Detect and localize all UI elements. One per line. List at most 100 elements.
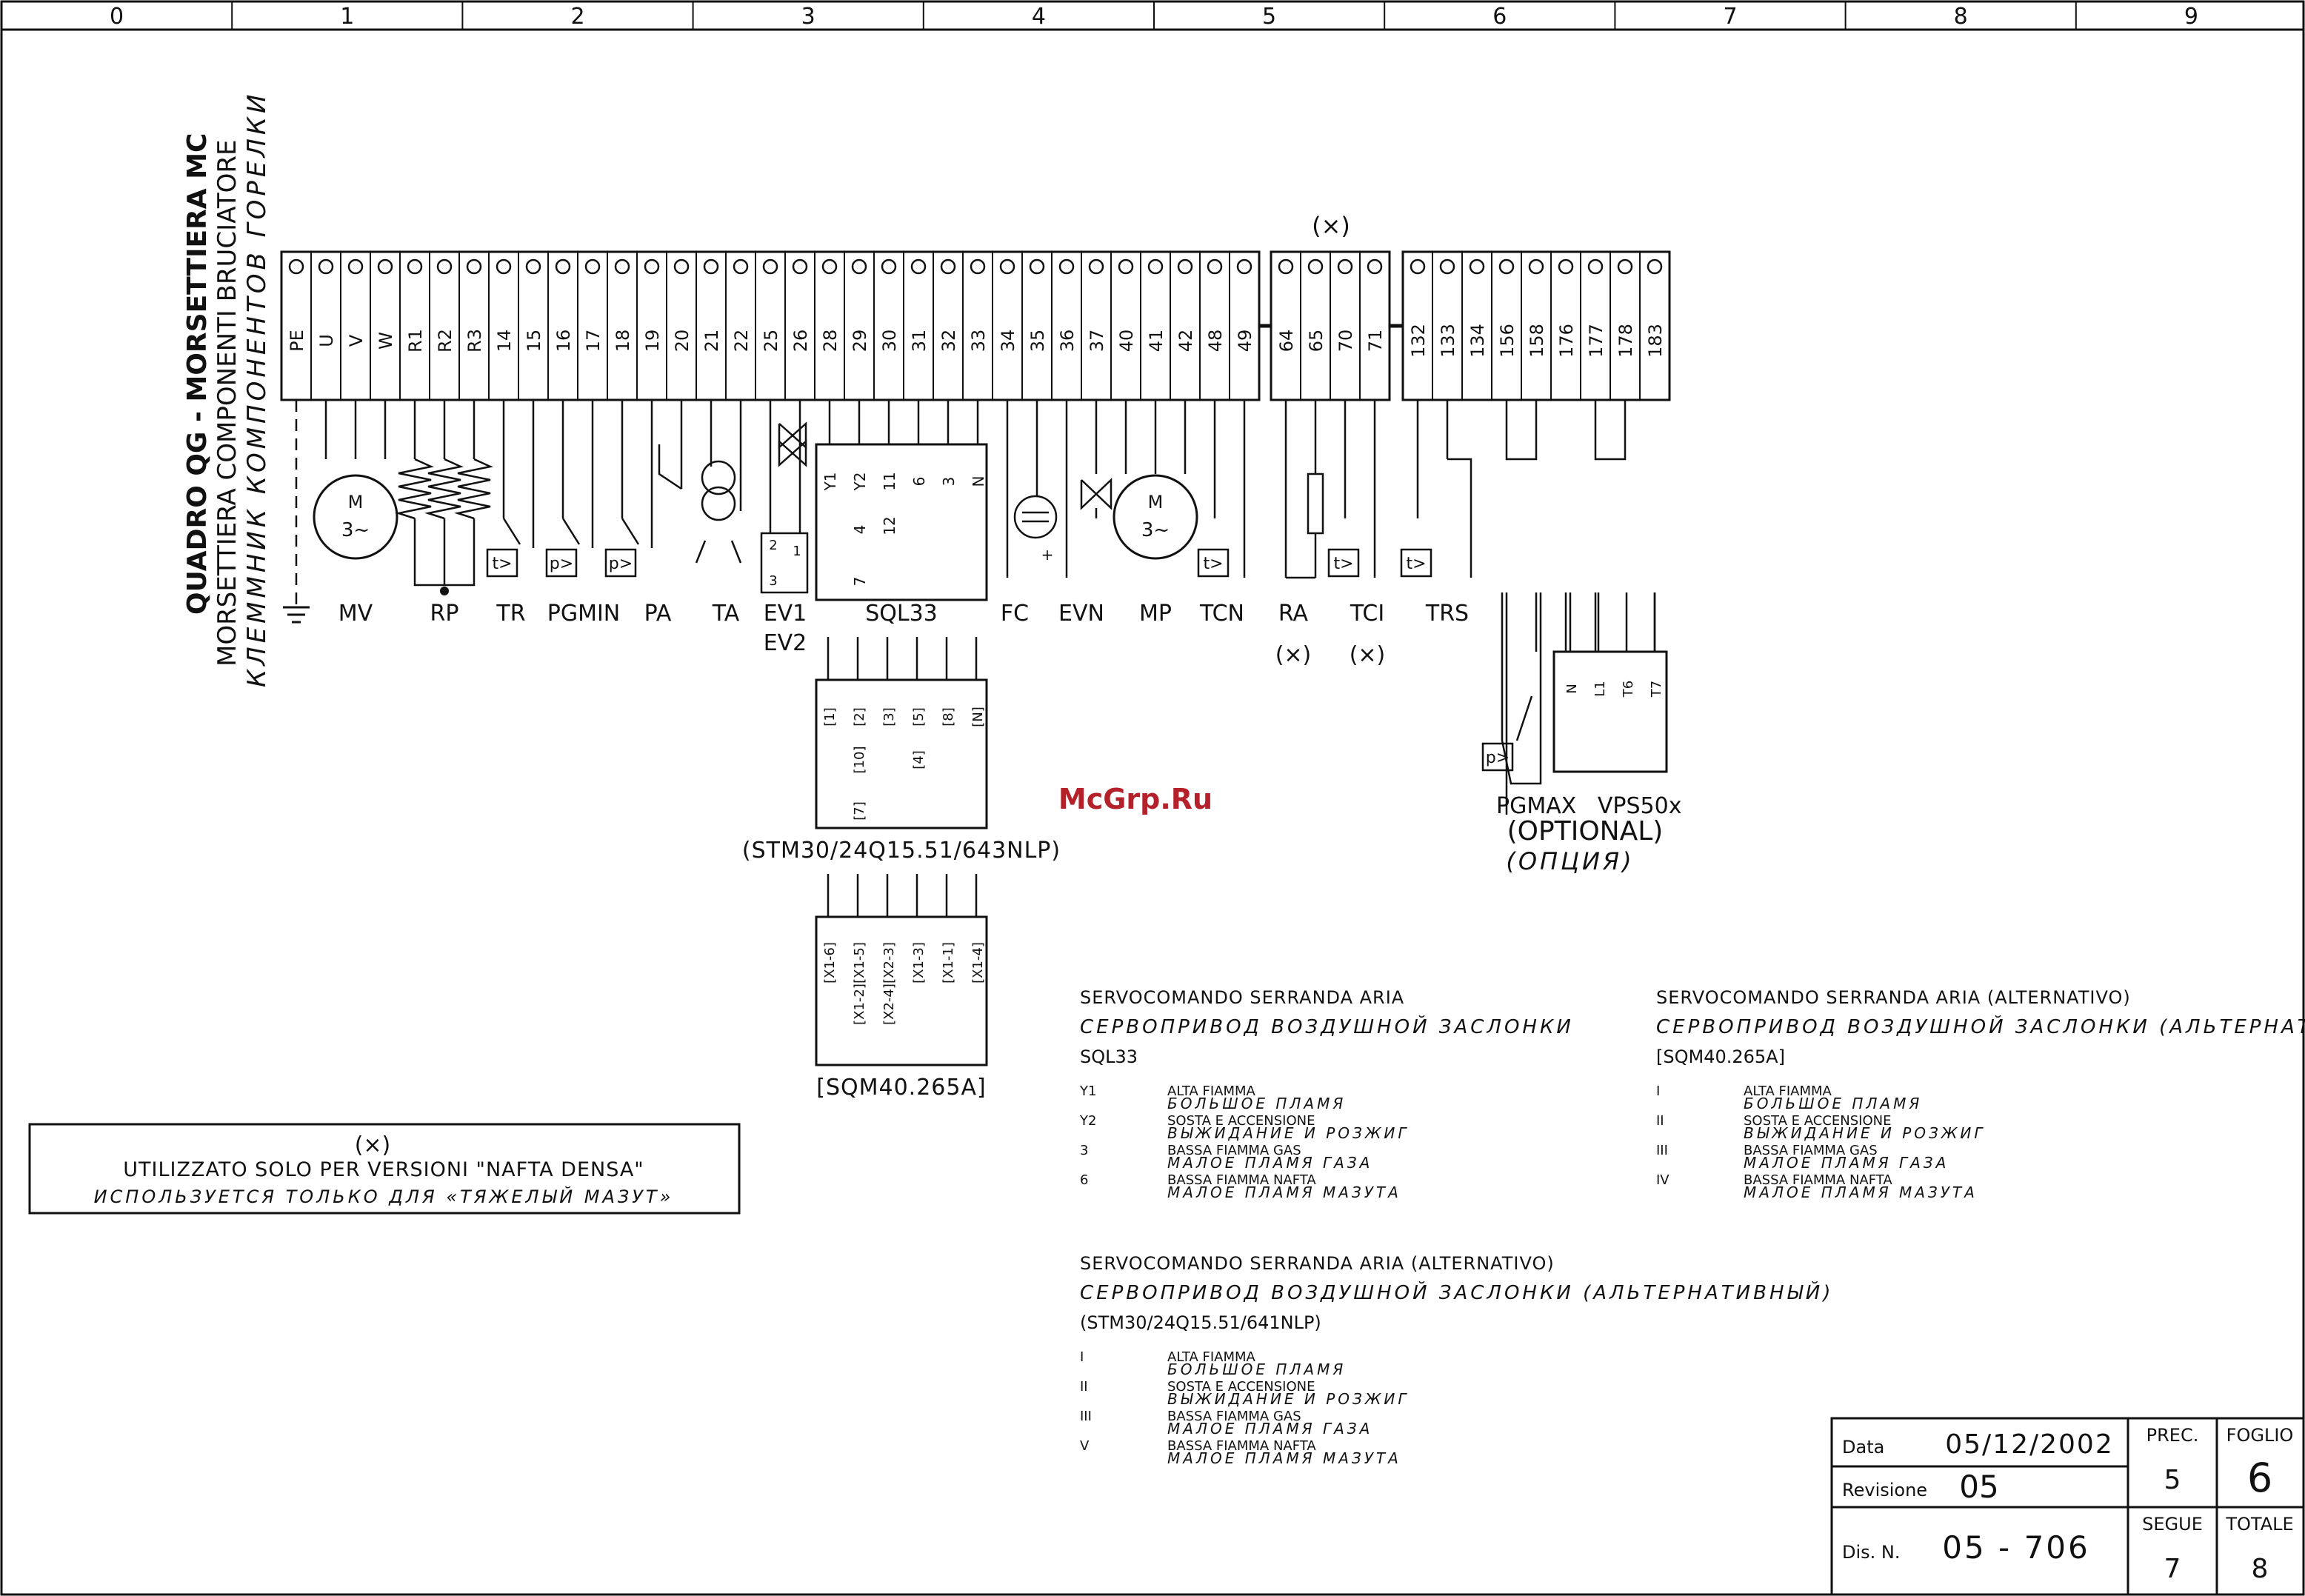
terminal-screw-icon	[466, 258, 482, 275]
terminal-label: 15	[524, 330, 544, 353]
ev1-pin: 3	[769, 573, 777, 589]
foglio-label: FOGLIO	[2226, 1425, 2294, 1446]
note-box: (×) UTILIZZATO SOLO PER VERSIONI "NAFTA …	[28, 1123, 741, 1215]
label-rp: RP	[430, 601, 459, 627]
terminal-screw-icon	[377, 258, 393, 275]
terminal-screw-icon	[347, 258, 364, 275]
terminal-screw-icon	[881, 258, 897, 275]
resistor-zigzag-icon	[424, 458, 464, 520]
legend-code: III	[1656, 1143, 1668, 1158]
legend-code: 3	[1080, 1143, 1088, 1158]
terminal-screw-icon	[1617, 258, 1633, 275]
pa-pressure-icon: p>	[604, 548, 637, 578]
terminal-label: 64	[1276, 330, 1297, 353]
switch-marker-text: t>	[1203, 555, 1223, 573]
terminal-label: U	[316, 334, 337, 347]
grid-column-label: 5	[1262, 4, 1276, 30]
sql33-pin: 6	[910, 477, 928, 487]
x-marker-ra: (×)	[1275, 642, 1312, 668]
terminal-screw-icon	[407, 258, 423, 275]
terminal-label: 32	[938, 330, 959, 353]
terminal-label: 176	[1556, 324, 1577, 358]
label-ev2: EV2	[764, 630, 807, 656]
terminal-screw-icon	[584, 258, 601, 275]
terminal-label: R3	[464, 329, 485, 353]
sqm40-pin: [X1-2]	[852, 984, 867, 1025]
terminal-label: 31	[909, 330, 930, 353]
mp-motor-icon: M 3~	[1113, 474, 1198, 560]
terminal-label: 30	[879, 330, 900, 353]
motor-phase-label: 3~	[1141, 519, 1170, 541]
terminal-label: 33	[968, 330, 989, 353]
legend-code: Y1	[1079, 1084, 1096, 1099]
switch-marker-text: t>	[1406, 555, 1426, 573]
legend-it: ALTA FIAMMA	[1167, 1349, 1256, 1365]
stm30-pin: [2]	[852, 707, 867, 727]
x-marker-top: (×)	[1312, 212, 1350, 240]
terminal-screw-icon	[673, 258, 690, 275]
motor-m-letter: M	[1148, 492, 1164, 512]
terminal-screw-icon	[1528, 258, 1544, 275]
sql33-pin-inner: 4	[851, 525, 869, 535]
side-title-ru: КЛЕММНИК КОМПОНЕНТОВ ГОРЕЛКИ	[242, 91, 272, 687]
stm30-pin: [4]	[911, 750, 927, 769]
stm30-pin: [10]	[852, 747, 867, 774]
note-line-ru: ИСПОЛЬЗУЕТСЯ ТОЛЬКО ДЛЯ «ТЯЖЕЛЫЙ МАЗУТ»	[94, 1186, 674, 1207]
label-sql33: SQL33	[865, 601, 938, 627]
terminal-screw-icon	[792, 258, 808, 275]
motor-phase-label: 3~	[341, 519, 370, 541]
terminal-label: R2	[435, 329, 456, 353]
legend-it: BASSA FIAMMA NAFTA	[1167, 1172, 1316, 1188]
label-tcn: TCN	[1199, 601, 1244, 627]
legend-stm30: SERVOCOMANDO SERRANDA ARIA (ALTERNATIVO)…	[1080, 1253, 1833, 1467]
legend-it: BASSA FIAMMA NAFTA	[1744, 1172, 1892, 1188]
switch-marker-text: t>	[1333, 555, 1353, 573]
terminal-label: 26	[790, 330, 811, 353]
terminal-label: 178	[1615, 324, 1636, 358]
motor-m-letter: M	[348, 492, 364, 512]
legend-ru: МАЛОЕ ПЛАМЯ ГАЗА	[1167, 1420, 1372, 1438]
ev1-valve-icon	[778, 439, 807, 467]
ev1-pin: 1	[793, 544, 801, 559]
legend-ru: МАЛОЕ ПЛАМЯ МАЗУТА	[1167, 1183, 1401, 1201]
legend-code: II	[1656, 1113, 1664, 1129]
label-pa: PA	[644, 601, 672, 627]
sqm40-actuator: [X1-6][X1-5][X2-3][X1-3][X1-1][X1-4][X1-…	[815, 874, 988, 1101]
terminal-label: 71	[1365, 330, 1386, 353]
prec-label: PREC.	[2146, 1425, 2199, 1446]
legend-title-ru: СЕРВОПРИВОД ВОЗДУШНОЙ ЗАСЛОНКИ (АЛЬТЕРНА…	[1080, 1281, 1833, 1304]
title-block	[1830, 1417, 2305, 1596]
grid-column-label: 1	[340, 4, 354, 30]
sqm40-pin: [X1-5]	[852, 942, 867, 984]
terminal-screw-icon	[1147, 258, 1164, 275]
terminal-label: 37	[1087, 330, 1107, 353]
tr-thermostat-icon: t>	[486, 548, 518, 578]
sql33-pin: Y1	[821, 473, 839, 492]
label-mv: MV	[338, 601, 373, 627]
legend-code: I	[1080, 1349, 1084, 1365]
terminal-screw-icon	[1587, 258, 1604, 275]
side-title-sub: MORSETTIERA COMPONENTI BRUCIATORE	[213, 140, 242, 667]
legend-it: SOSTA E ACCENSIONE	[1167, 1379, 1315, 1395]
terminal-label: 14	[494, 330, 515, 353]
terminal-screw-icon	[1439, 258, 1455, 275]
terminal-screw-icon	[1558, 258, 1574, 275]
photocell-icon	[1013, 495, 1058, 539]
terminal-label: 48	[1205, 330, 1226, 353]
pgmax-pressure-icon	[1481, 742, 1514, 772]
terminal-label: 34	[998, 330, 1018, 353]
label-ev1: EV1	[764, 601, 807, 627]
legend-code: Y2	[1079, 1113, 1096, 1129]
terminal-screw-icon	[851, 258, 867, 275]
terminal-screw-icon	[644, 258, 660, 275]
stm30-pin: [8]	[941, 707, 956, 727]
legend-title: SERVOCOMANDO SERRANDA ARIA	[1080, 987, 1404, 1008]
terminal-label: 65	[1306, 330, 1327, 353]
totale-value: 8	[2252, 1554, 2269, 1584]
terminal-label: 21	[701, 330, 722, 353]
vps-pin: N	[1564, 684, 1580, 693]
terminal-screw-icon	[733, 258, 749, 275]
